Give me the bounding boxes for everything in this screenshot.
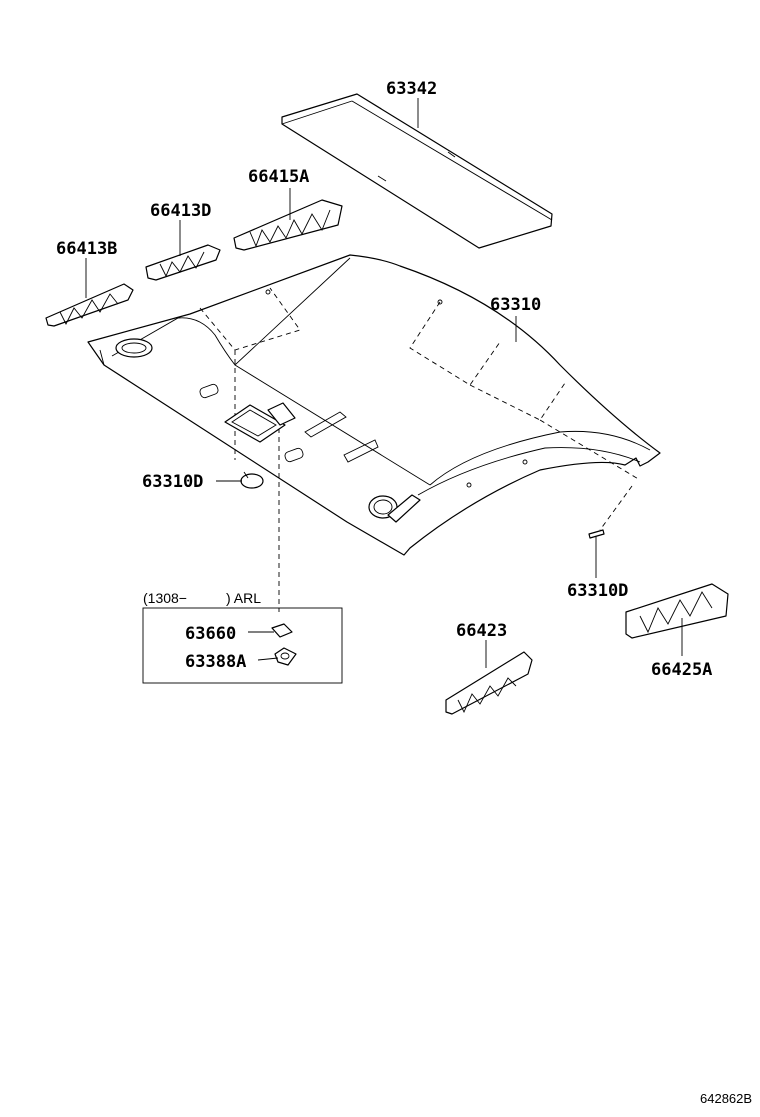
label-63660: 63660 bbox=[185, 624, 236, 644]
part-66413d-bracket[interactable] bbox=[145, 244, 221, 281]
part-66423-bracket[interactable] bbox=[445, 651, 533, 715]
label-66415a: 66415A bbox=[248, 167, 309, 187]
part-63310d-screw-right[interactable] bbox=[588, 529, 605, 548]
label-66413d: 66413D bbox=[150, 201, 211, 221]
inset-note-arl: ) ARL bbox=[226, 590, 261, 606]
part-66413b-bracket[interactable] bbox=[45, 283, 134, 327]
part-63342-sunshade-panel[interactable] bbox=[281, 93, 553, 249]
part-66415a-bracket[interactable] bbox=[233, 199, 343, 251]
part-63310-roof-headliner[interactable] bbox=[87, 254, 661, 612]
label-63310d-right: 63310D bbox=[567, 581, 628, 601]
label-63310d-left: 63310D bbox=[142, 472, 203, 492]
inset-note-date: (1308− bbox=[143, 590, 187, 606]
inset-box bbox=[142, 607, 343, 684]
label-63388a: 63388A bbox=[185, 652, 246, 672]
label-63342: 63342 bbox=[386, 79, 437, 99]
label-66423: 66423 bbox=[456, 621, 507, 641]
label-66425a: 66425A bbox=[651, 660, 712, 680]
part-63310d-clip-left[interactable] bbox=[240, 471, 264, 489]
leader-lines bbox=[85, 98, 683, 668]
label-66413b: 66413B bbox=[56, 239, 117, 259]
drawing-code: 642862B bbox=[700, 1091, 752, 1106]
label-63310: 63310 bbox=[490, 295, 541, 315]
part-66425a-bracket[interactable] bbox=[625, 583, 729, 639]
